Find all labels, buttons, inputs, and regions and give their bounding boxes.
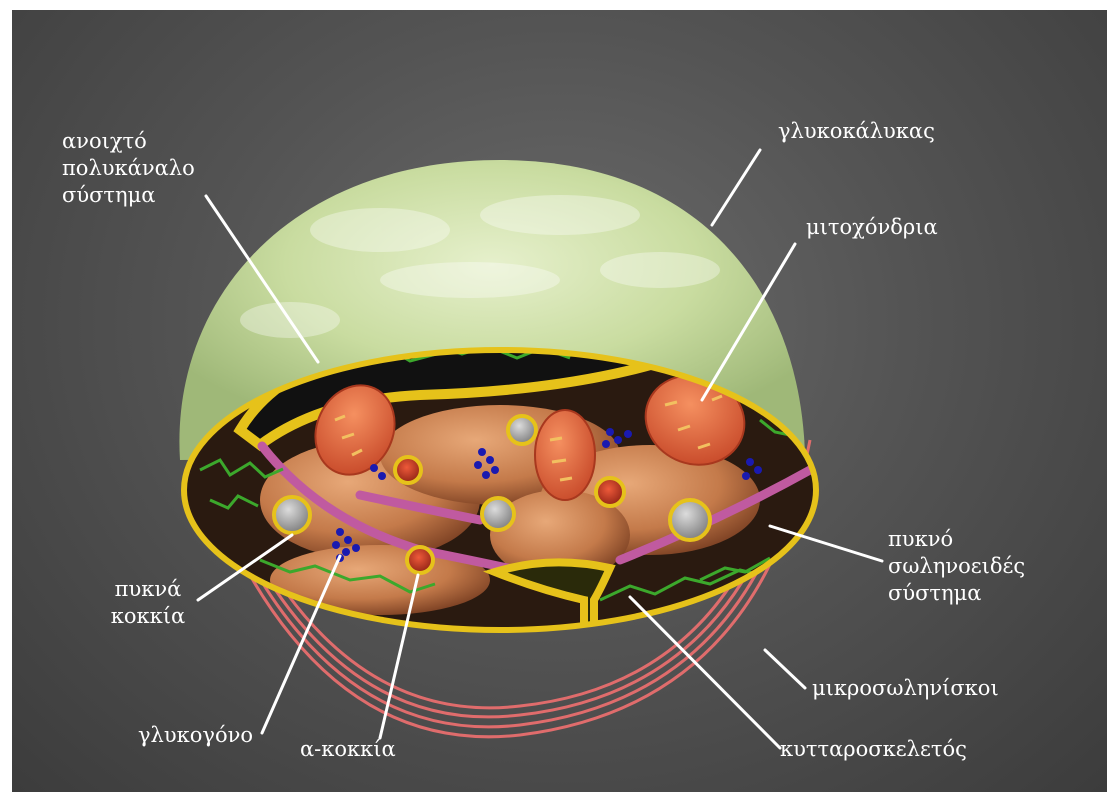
label-dense-granules: πυκνά κοκκία [92, 576, 204, 630]
leader-microtubules [765, 650, 805, 688]
label-microtubules: μικροσωληνίσκοι [812, 675, 999, 702]
label-glycogen: γλυκογόνο [138, 722, 253, 749]
label-glycocalyx: γλυκοκάλυκας [778, 118, 935, 145]
label-alpha-granules: α-κοκκία [300, 736, 396, 763]
label-mitochondria: μιτοχόνδρια [806, 214, 938, 241]
label-dense-tubular-system: πυκνό σωληνοειδές σύστημα [888, 526, 1025, 607]
mitochondrion [535, 410, 595, 500]
label-open-canalicular-system: ανοιχτό πολυκάναλο σύστημα [62, 128, 195, 209]
label-cytoskeleton: κυτταροσκελετός [780, 736, 967, 763]
leader-glycocalyx [712, 150, 760, 225]
